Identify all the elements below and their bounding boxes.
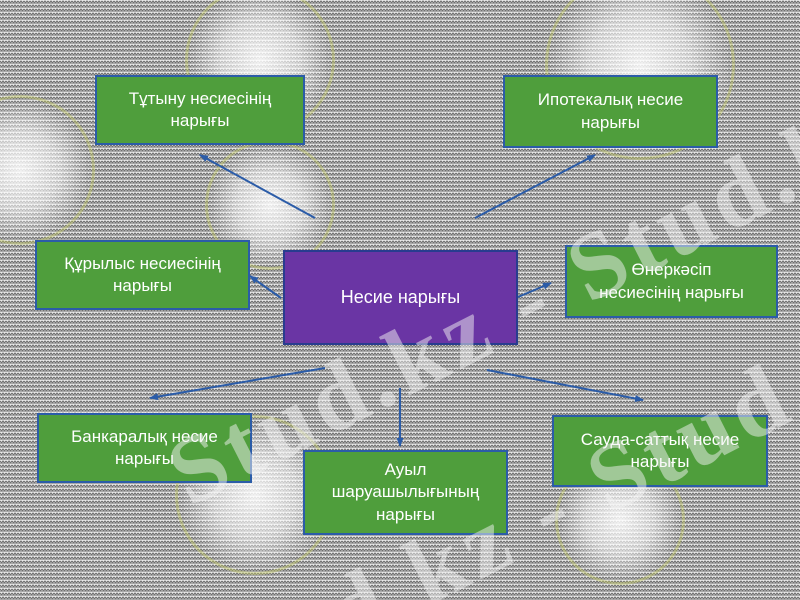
node-interbank-credit-market: Банкаралық несие нарығы [37,413,252,483]
center-node-label: Несие нарығы [340,287,461,307]
node-construction-credit-market: Құрылыс несиесінің нарығы [35,240,250,310]
node-label: Өнеркәсіп несиесінің нарығы [599,260,744,302]
node-agriculture-market: Ауыл шаруашылығының нарығы [303,450,508,535]
arrow-to-mortgage-node [474,154,596,219]
node-consumer-credit-market: Тұтыну несиесінің нарығы [95,75,305,145]
arrow-to-industry-node [517,282,552,298]
node-label: Ипотекалық несие нарығы [537,90,684,132]
center-node-credit-market: Несие нарығы [283,250,518,345]
node-label: Құрылыс несиесінің нарығы [64,253,221,295]
node-industry-credit-market: Өнеркәсіп несиесінің нарығы [565,245,778,318]
node-mortgage-credit-market: Ипотекалық несие нарығы [503,75,718,148]
arrow-to-consumer-node [199,154,316,219]
node-label: Тұтыну несиесінің нарығы [128,88,272,130]
node-label: Ауыл шаруашылығының нарығы [331,460,480,524]
node-label: Сауда-саттық несие нарығы [580,429,740,471]
arrow-to-construction-node [249,275,282,299]
arrow-to-trade-node [486,369,644,402]
node-label: Банкаралық несие нарығы [71,426,218,468]
arrow-to-interbank-node [149,367,326,401]
node-trade-credit-market: Сауда-саттық несие нарығы [552,415,768,487]
